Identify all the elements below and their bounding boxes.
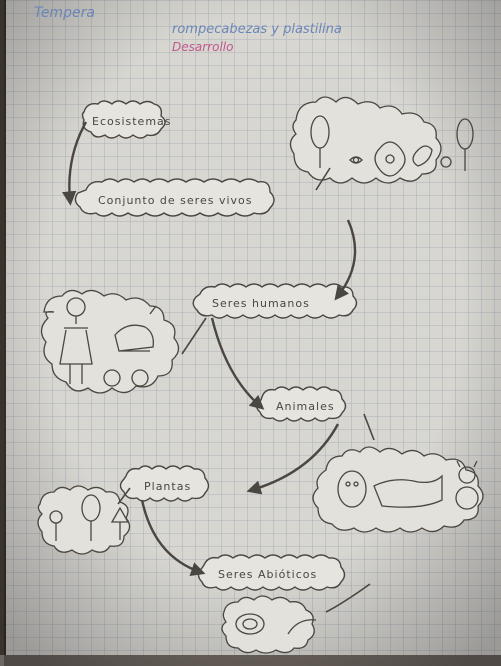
node-ecosistemas: Ecosistemas (92, 115, 172, 128)
node-plantas: Plantas (144, 480, 191, 493)
node-conjunto: Conjunto de seres vivos (98, 194, 252, 207)
node-animales: Animales (276, 400, 335, 413)
header-materials-right: rompecabezas y plastilina (172, 22, 342, 37)
header-materials-left: Tempera (34, 5, 95, 21)
header-subtitle: Desarrollo (172, 40, 233, 54)
node-seres-humanos: Seres humanos (212, 297, 310, 310)
node-seres-abioticos: Seres Abióticos (218, 568, 317, 581)
plants-picture-cloud (38, 486, 130, 554)
